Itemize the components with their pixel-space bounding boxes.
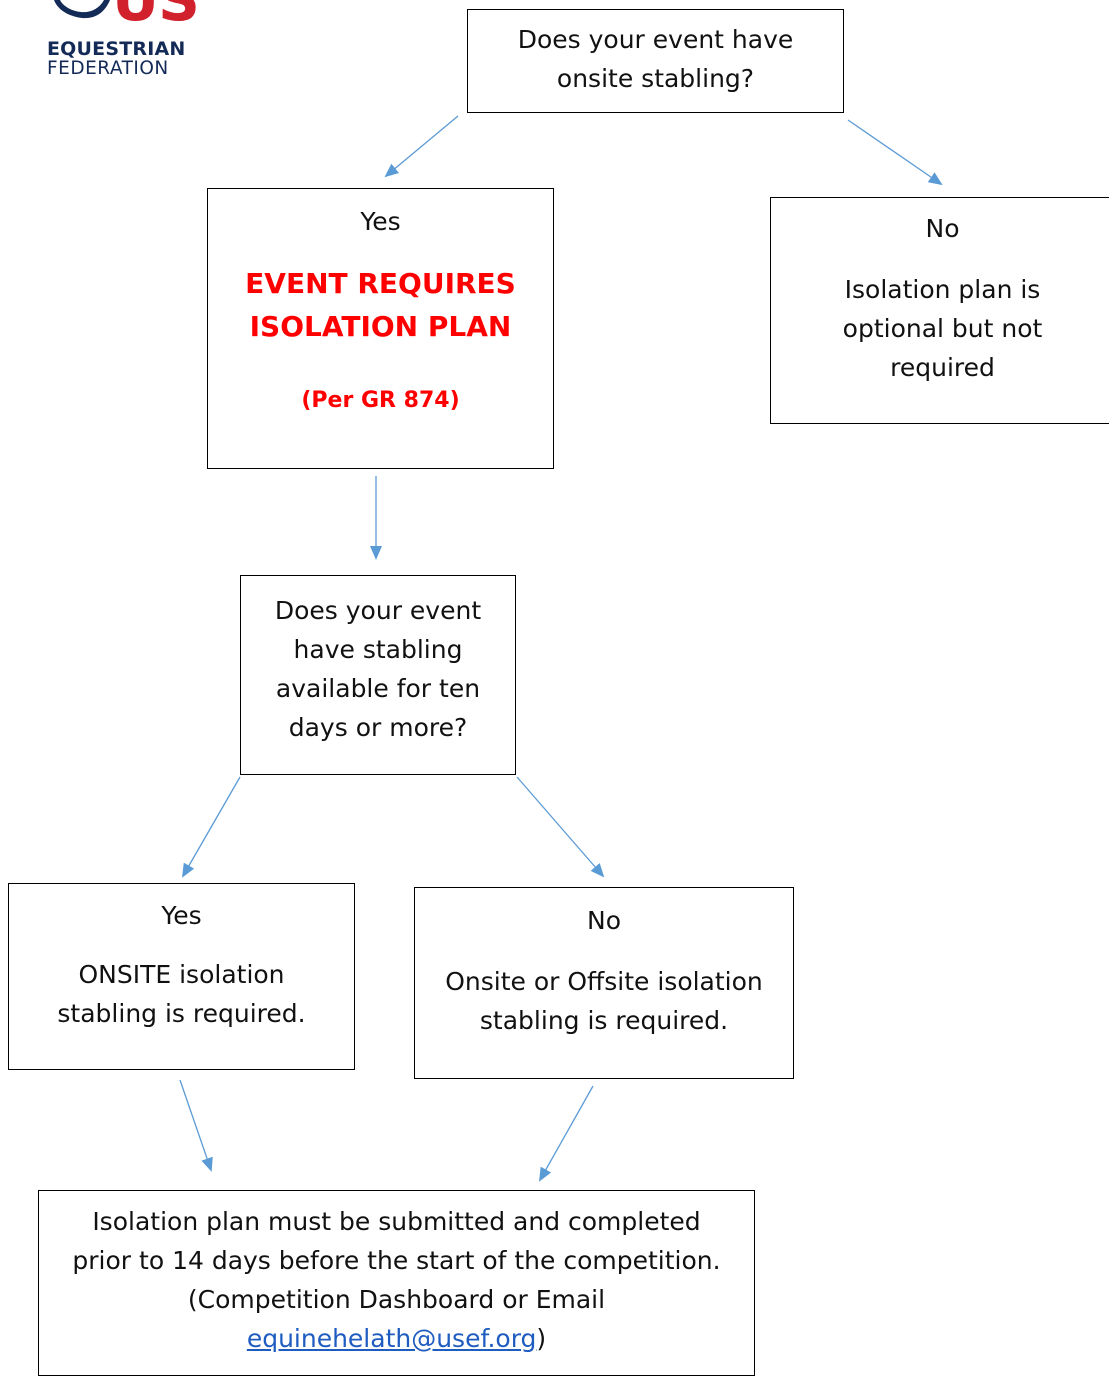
q2-line1: Does your event bbox=[274, 596, 482, 625]
yes2-line2: stabling is required. bbox=[57, 999, 306, 1028]
no1-line3: required bbox=[890, 353, 995, 382]
arrow-q1-to-no bbox=[847, 119, 943, 186]
q1-line1: Does your event have bbox=[517, 25, 794, 54]
final-closing-paren: ) bbox=[536, 1324, 547, 1353]
yes2-line1: ONSITE isolation bbox=[78, 960, 285, 989]
question-onsite-stabling-box: Does your event have onsite stabling? bbox=[467, 9, 844, 113]
logo-us-text: US bbox=[112, 0, 200, 34]
q2-line2: have stabling bbox=[293, 635, 463, 664]
logo-equestrian-text: EQUESTRIAN bbox=[47, 38, 186, 60]
no1-line2: optional but not bbox=[842, 314, 1043, 343]
yes-onsite-required-box: Yes ONSITE isolation stabling is require… bbox=[8, 883, 355, 1070]
yes2-label: Yes bbox=[161, 901, 202, 930]
q1-line2: onsite stabling? bbox=[556, 64, 755, 93]
final-line4: equinehelath@usef.org) bbox=[39, 1319, 754, 1358]
yes1-rule-reference: (Per GR 874) bbox=[301, 388, 460, 413]
yes-requires-plan-box: Yes EVENT REQUIRES ISOLATION PLAN (Per G… bbox=[207, 188, 554, 469]
yes1-emphasis-line1: EVENT REQUIRES bbox=[245, 267, 516, 300]
yes1-emphasis-line2: ISOLATION PLAN bbox=[249, 310, 512, 343]
no-onsite-or-offsite-box: No Onsite or Offsite isolation stabling … bbox=[414, 887, 794, 1079]
final-line3: (Competition Dashboard or Email bbox=[187, 1285, 606, 1314]
final-line1: Isolation plan must be submitted and com… bbox=[92, 1207, 701, 1236]
no-optional-plan-box: No Isolation plan is optional but not re… bbox=[770, 197, 1109, 424]
arrow-q2-to-no bbox=[516, 776, 605, 878]
logo-horse-swoosh-icon bbox=[54, 0, 110, 19]
no1-label: No bbox=[925, 214, 960, 243]
arrow-no2-to-final bbox=[539, 1085, 594, 1182]
no2-line2: stabling is required. bbox=[479, 1006, 729, 1035]
question-ten-days-box: Does your event have stabling available … bbox=[240, 575, 516, 775]
q2-line4: days or more? bbox=[288, 713, 468, 742]
yes1-label: Yes bbox=[360, 207, 401, 236]
logo-federation-text: FEDERATION bbox=[47, 58, 169, 79]
arrow-q2-to-yes bbox=[182, 776, 241, 878]
arrow-q1-to-yes bbox=[384, 115, 459, 178]
final-line2: prior to 14 days before the start of the… bbox=[72, 1246, 721, 1275]
final-submission-box: Isolation plan must be submitted and com… bbox=[38, 1190, 755, 1376]
q2-line3: available for ten bbox=[275, 674, 481, 703]
no2-label: No bbox=[587, 906, 621, 935]
arrow-yes2-to-final bbox=[179, 1079, 213, 1172]
us-equestrian-logo: US EQUESTRIAN FEDERATION bbox=[0, 0, 220, 88]
email-link[interactable]: equinehelath@usef.org bbox=[246, 1324, 537, 1353]
no1-line1: Isolation plan is bbox=[844, 275, 1041, 304]
no2-line1: Onsite or Offsite isolation bbox=[445, 967, 763, 996]
